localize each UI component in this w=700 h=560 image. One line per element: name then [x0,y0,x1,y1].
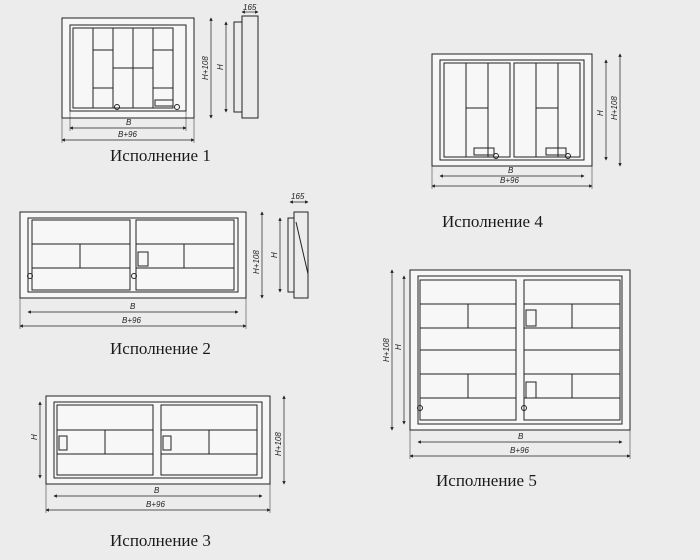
dim-label: B+96 [118,130,137,139]
dim-label: B [508,166,514,175]
dim-label: B [518,432,524,441]
dim-label: B [126,118,132,127]
caption-variant-4: Исполнение 4 [442,212,543,231]
drawing-variant-4 [431,53,622,189]
dim-label: 165 [291,192,305,201]
caption-variant-1: Исполнение 1 [110,146,211,165]
dim-label: B [130,302,136,311]
drawing-variant-3 [38,395,286,513]
dim-label: B+96 [500,176,519,185]
dim-label: H+108 [274,432,283,456]
caption-variant-2: Исполнение 2 [110,339,211,358]
dim-label: B+96 [510,446,529,455]
dim-label: H [216,64,225,70]
dim-label: H+108 [201,56,210,80]
dim-label: B+96 [146,500,165,509]
caption-variant-5: Исполнение 5 [436,471,537,490]
dim-label: H+108 [610,96,619,120]
dim-label: H [596,110,605,116]
drawing-variant-2 [19,200,309,329]
caption-variant-3: Исполнение 3 [110,531,211,550]
dim-label: 165 [243,3,257,12]
dim-label: H [394,344,403,350]
dim-label: H+108 [252,250,261,274]
dim-label: H [270,252,279,258]
dim-label: B+96 [122,316,141,325]
dim-label: H+108 [382,338,391,362]
dim-label: H [30,434,39,440]
drawing-variant-5 [390,269,631,459]
drawing-variant-1 [61,10,259,143]
dim-label: B [154,486,160,495]
